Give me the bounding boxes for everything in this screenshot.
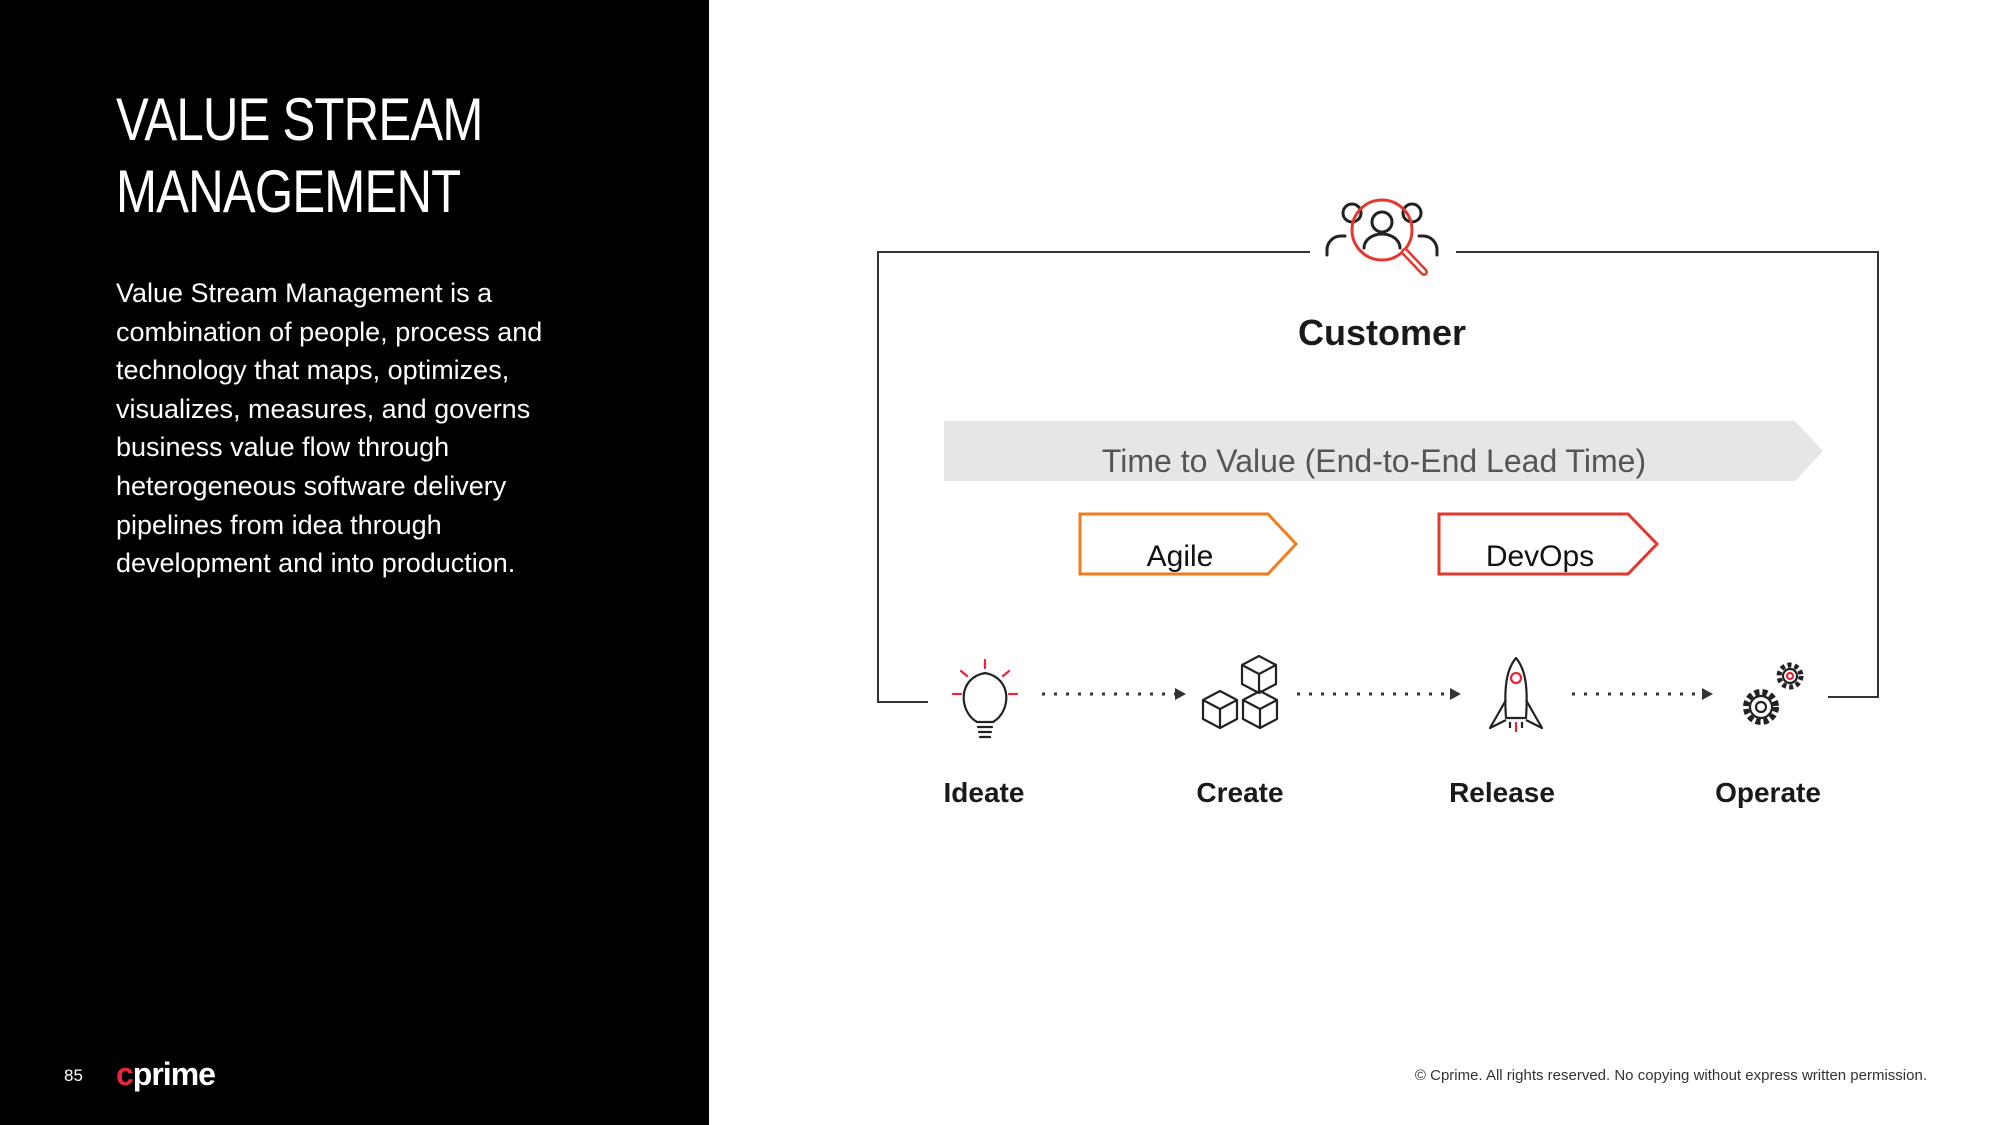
agile-arrow (1078, 512, 1299, 576)
stage-label-ideate: Ideate (943, 777, 1025, 808)
time-to-value-label: Time to Value (End-to-End Lead Time) (1101, 443, 1647, 479)
stage-label-release: Release (1449, 777, 1555, 808)
description-text: Value Stream Management is a combination… (116, 278, 543, 579)
title-line-2: MANAGEMENT (116, 158, 461, 225)
frame-left (877, 251, 1310, 703)
frame-right (1456, 251, 1879, 698)
left-panel: VALUE STREAM MANAGEMENT Value Stream Man… (0, 0, 709, 1125)
devops-arrow (1437, 512, 1660, 576)
connector-3 (1572, 688, 1713, 700)
connector-2 (1297, 688, 1461, 700)
title-line-1: VALUE STREAM (116, 86, 483, 153)
agile-label: Agile (1146, 540, 1214, 573)
stage-label-operate: Operate (1715, 777, 1821, 808)
logo-prime: prime (132, 1056, 216, 1092)
lightbulb-icon (951, 658, 1019, 739)
customer-label: Customer (1297, 312, 1467, 353)
stage-label-create: Create (1196, 777, 1284, 808)
rocket-icon (1488, 656, 1544, 732)
page-number: 85 (64, 1066, 83, 1085)
gears-icon (1743, 662, 1804, 725)
time-to-value-banner (944, 421, 1823, 481)
cprime-logo: cprime (116, 1056, 216, 1093)
slide-title: VALUE STREAM MANAGEMENT (116, 84, 575, 228)
connector-1 (1042, 688, 1186, 700)
logo-c: c (116, 1056, 134, 1092)
customer-search-icon (1325, 198, 1439, 276)
devops-label: DevOps (1485, 540, 1595, 573)
cubes-icon (1201, 654, 1279, 730)
copyright-notice: © Cprime. All rights reserved. No copyin… (1414, 1067, 1927, 1084)
